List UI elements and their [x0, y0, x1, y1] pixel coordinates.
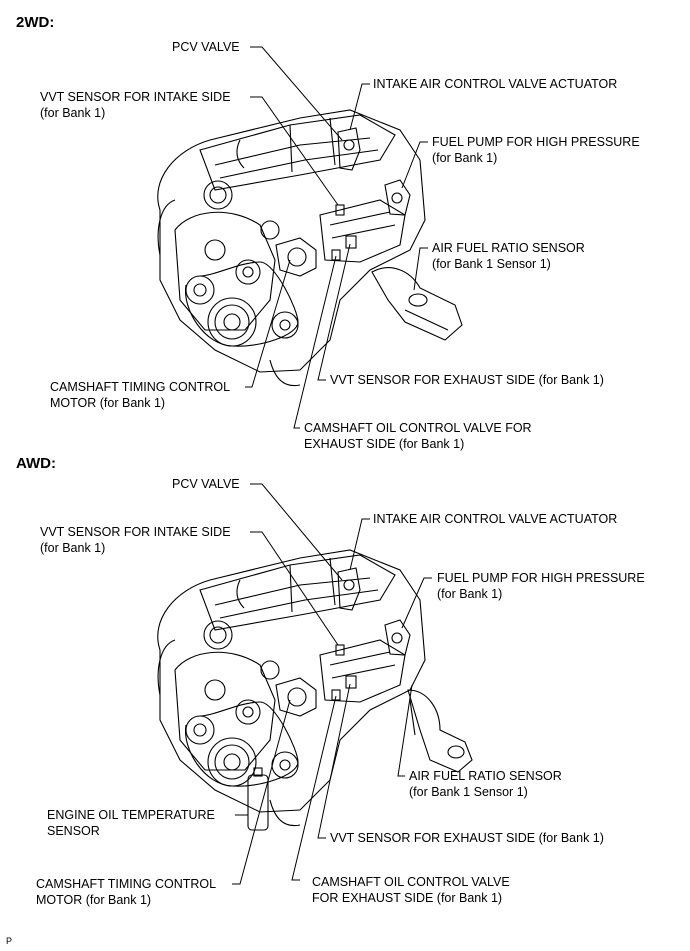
oil-temp-sensor-shape — [247, 767, 269, 831]
label-line: INTAKE AIR CONTROL VALVE ACTUATOR — [373, 77, 618, 91]
label-line: ENGINE OIL TEMPERATURE — [47, 808, 215, 822]
label-oil-temp-sensor-awd: ENGINE OIL TEMPERATURE SENSOR — [47, 807, 215, 839]
label-ocv-exhaust-awd: CAMSHAFT OIL CONTROL VALVE FOR EXHAUST S… — [312, 874, 510, 906]
label-line: CAMSHAFT OIL CONTROL VALVE FOR — [304, 421, 532, 435]
label-cam-motor-awd: CAMSHAFT TIMING CONTROL MOTOR (for Bank … — [36, 876, 216, 908]
label-line: INTAKE AIR CONTROL VALVE ACTUATOR — [373, 512, 618, 526]
label-af-sensor-awd: AIR FUEL RATIO SENSOR (for Bank 1 Sensor… — [409, 768, 562, 800]
label-line: (for Bank 1 Sensor 1) — [409, 785, 528, 799]
label-line: EXHAUST SIDE (for Bank 1) — [304, 437, 465, 451]
label-line: (for Bank 1 Sensor 1) — [432, 257, 551, 271]
label-line: PCV VALVE — [172, 477, 240, 491]
label-line: (for Bank 1) — [40, 106, 106, 120]
label-af-sensor-2wd: AIR FUEL RATIO SENSOR (for Bank 1 Sensor… — [432, 240, 585, 272]
label-line: VVT SENSOR FOR EXHAUST SIDE (for Bank 1) — [330, 373, 604, 387]
label-line: VVT SENSOR FOR INTAKE SIDE — [40, 90, 231, 104]
label-vvt-exhaust-2wd: VVT SENSOR FOR EXHAUST SIDE (for Bank 1) — [330, 372, 604, 388]
label-line: (for Bank 1) — [437, 587, 503, 601]
label-line: FUEL PUMP FOR HIGH PRESSURE — [432, 135, 640, 149]
label-line: MOTOR (for Bank 1) — [36, 893, 152, 907]
label-line: AIR FUEL RATIO SENSOR — [432, 241, 585, 255]
label-line: CAMSHAFT OIL CONTROL VALVE — [312, 875, 510, 889]
label-intake-air-actuator-awd: INTAKE AIR CONTROL VALVE ACTUATOR — [373, 511, 617, 527]
label-line: (for Bank 1) — [432, 151, 498, 165]
label-line: SENSOR — [47, 824, 100, 838]
label-cam-motor-2wd: CAMSHAFT TIMING CONTROL MOTOR (for Bank … — [50, 379, 230, 411]
exhaust-2wd-illustration — [371, 267, 463, 341]
label-line: FOR EXHAUST SIDE (for Bank 1) — [312, 891, 503, 905]
section-title-2wd: 2WD: — [16, 14, 55, 31]
leader-lines-awd — [232, 483, 432, 885]
section-title-awd: AWD: — [16, 455, 56, 472]
engine-awd-illustration — [157, 549, 426, 827]
label-line: (for Bank 1) — [40, 541, 106, 555]
label-line: MOTOR (for Bank 1) — [50, 396, 166, 410]
engine-2wd-illustration — [157, 109, 426, 387]
label-intake-air-actuator-2wd: INTAKE AIR CONTROL VALVE ACTUATOR — [373, 76, 617, 92]
exhaust-awd-illustration — [407, 689, 473, 773]
label-vvt-intake-awd: VVT SENSOR FOR INTAKE SIDE (for Bank 1) — [40, 524, 231, 556]
label-vvt-intake-2wd: VVT SENSOR FOR INTAKE SIDE (for Bank 1) — [40, 89, 231, 121]
label-line: VVT SENSOR FOR EXHAUST SIDE (for Bank 1) — [330, 831, 604, 845]
label-ocv-exhaust-2wd: CAMSHAFT OIL CONTROL VALVE FOR EXHAUST S… — [304, 420, 532, 452]
label-line: CAMSHAFT TIMING CONTROL — [36, 877, 217, 891]
label-line: VVT SENSOR FOR INTAKE SIDE — [40, 525, 231, 539]
leader-lines-2wd — [245, 46, 428, 429]
label-fuel-pump-awd: FUEL PUMP FOR HIGH PRESSURE (for Bank 1) — [437, 570, 645, 602]
label-line: FUEL PUMP FOR HIGH PRESSURE — [437, 571, 645, 585]
label-pcv-valve-awd: PCV VALVE — [172, 476, 240, 492]
label-pcv-valve-2wd: PCV VALVE — [172, 39, 240, 55]
label-line: AIR FUEL RATIO SENSOR — [409, 769, 562, 783]
label-fuel-pump-2wd: FUEL PUMP FOR HIGH PRESSURE (for Bank 1) — [432, 134, 640, 166]
label-line: PCV VALVE — [172, 40, 240, 54]
label-vvt-exhaust-awd: VVT SENSOR FOR EXHAUST SIDE (for Bank 1) — [330, 830, 604, 846]
label-line: CAMSHAFT TIMING CONTROL — [50, 380, 231, 394]
figure-code: P — [6, 936, 13, 946]
